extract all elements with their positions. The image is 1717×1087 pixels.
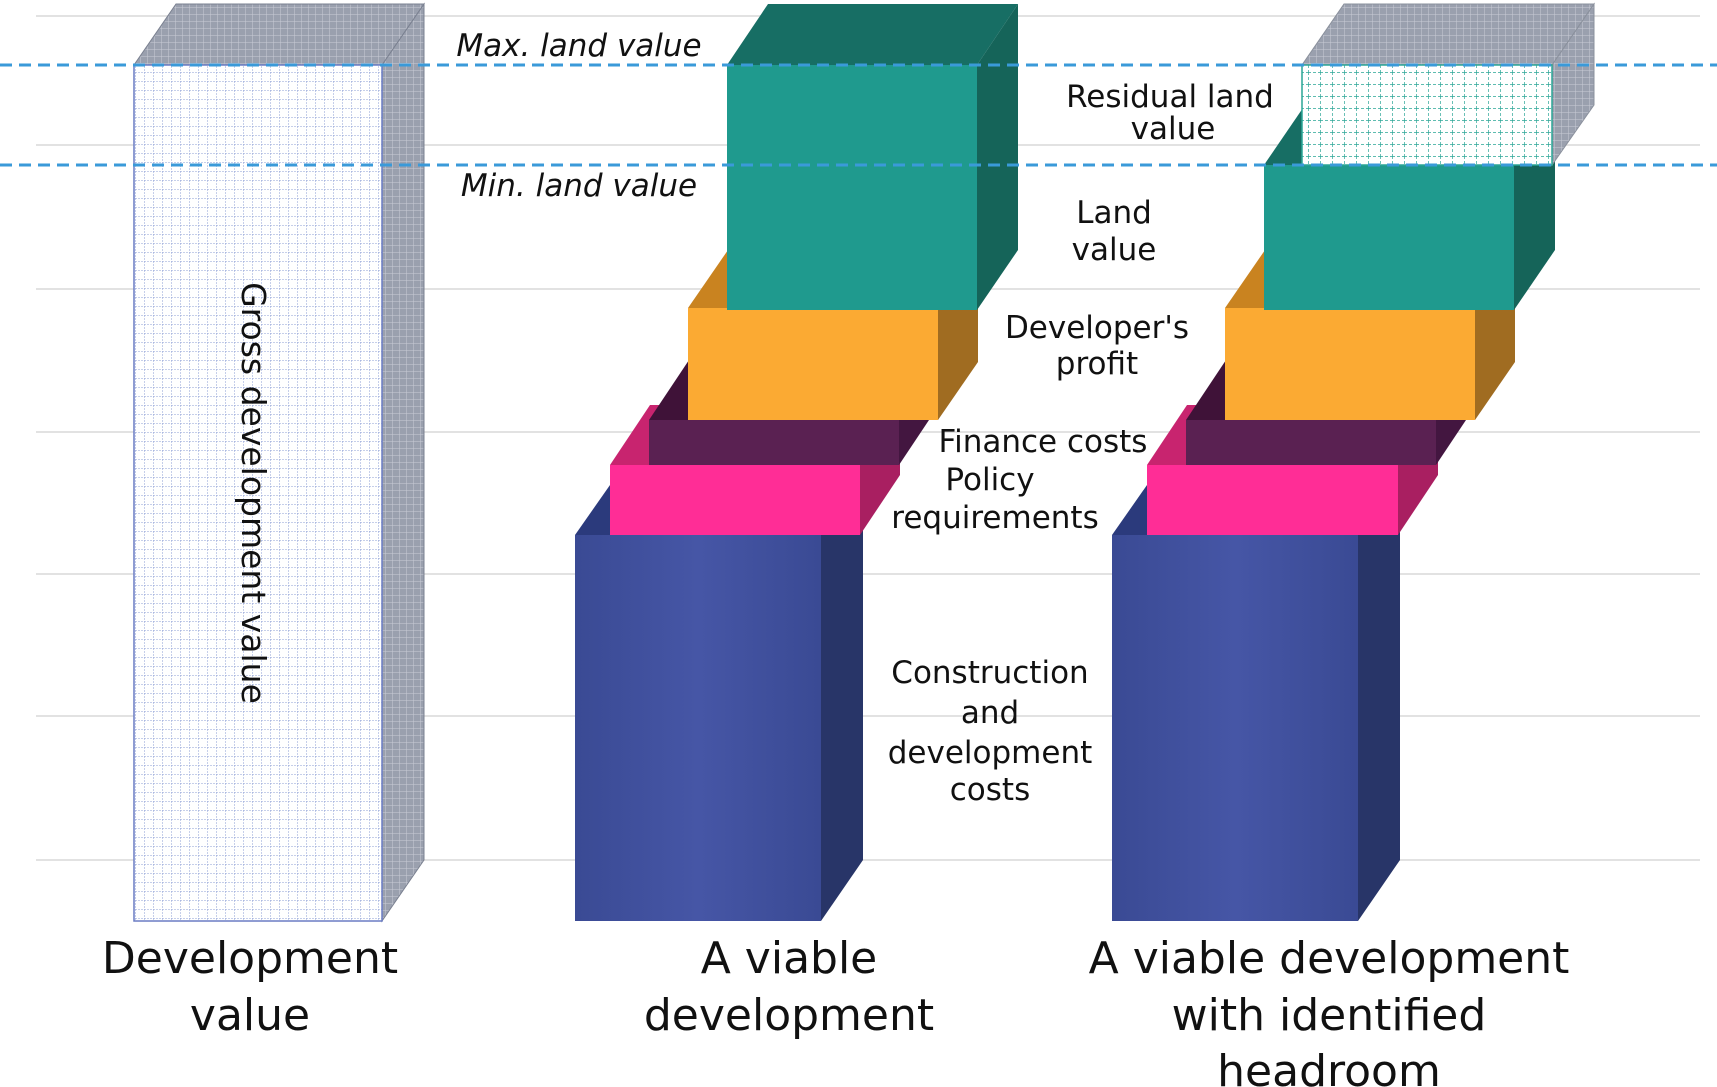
svg-text:Residual land: Residual land [1066, 79, 1274, 115]
headroom-bar [1112, 2, 1595, 921]
svg-text:value: value [1072, 232, 1157, 268]
residual-land-value-label: Residual land value [1066, 79, 1274, 147]
gdv-bar-top [133, 3, 425, 66]
min-land-value-label: Min. land value [461, 168, 697, 204]
svg-text:headroom: headroom [1217, 1046, 1441, 1087]
svg-text:costs: costs [950, 772, 1030, 808]
svg-text:and: and [961, 695, 1019, 731]
bar3-construction-block [1112, 475, 1400, 921]
svg-text:Policy: Policy [945, 462, 1034, 498]
developers-profit-label: Developer's profit [1005, 310, 1189, 382]
gdv-bar: Gross development value [133, 2, 425, 923]
svg-text:development: development [644, 990, 934, 1041]
svg-text:Construction: Construction [891, 655, 1088, 691]
gdv-bar-front [133, 64, 383, 922]
bar2-land-block [727, 4, 1018, 310]
svg-text:profit: profit [1056, 346, 1138, 382]
construction-costs-label: Construction and development costs [888, 655, 1093, 808]
category-label-viable-development: A viable development [644, 933, 934, 1041]
svg-text:A viable: A viable [701, 933, 878, 984]
viable-bar [575, 4, 1018, 921]
svg-text:Land: Land [1076, 195, 1152, 231]
svg-text:A viable development: A viable development [1089, 933, 1570, 984]
gdv-vertical-label: Gross development value [234, 282, 273, 704]
svg-text:Developer's: Developer's [1005, 310, 1189, 346]
svg-text:value: value [1131, 111, 1216, 147]
finance-costs-label: Finance costs [939, 424, 1148, 460]
svg-text:Development: Development [102, 933, 398, 984]
gdv-bar-side [381, 2, 425, 923]
svg-text:development: development [888, 735, 1093, 771]
svg-text:with identified: with identified [1172, 990, 1487, 1041]
policy-requirements-label: Policy requirements [891, 462, 1098, 536]
category-label-development-value: Development value [102, 933, 398, 1041]
bar2-construction-block [575, 475, 863, 921]
svg-text:requirements: requirements [891, 500, 1098, 536]
bar3-residual-block [1301, 2, 1595, 167]
land-value-label: Land value [1072, 195, 1157, 268]
svg-text:value: value [190, 990, 310, 1041]
max-land-value-label: Max. land value [456, 28, 701, 64]
category-label-headroom: A viable development with identified hea… [1089, 933, 1570, 1087]
